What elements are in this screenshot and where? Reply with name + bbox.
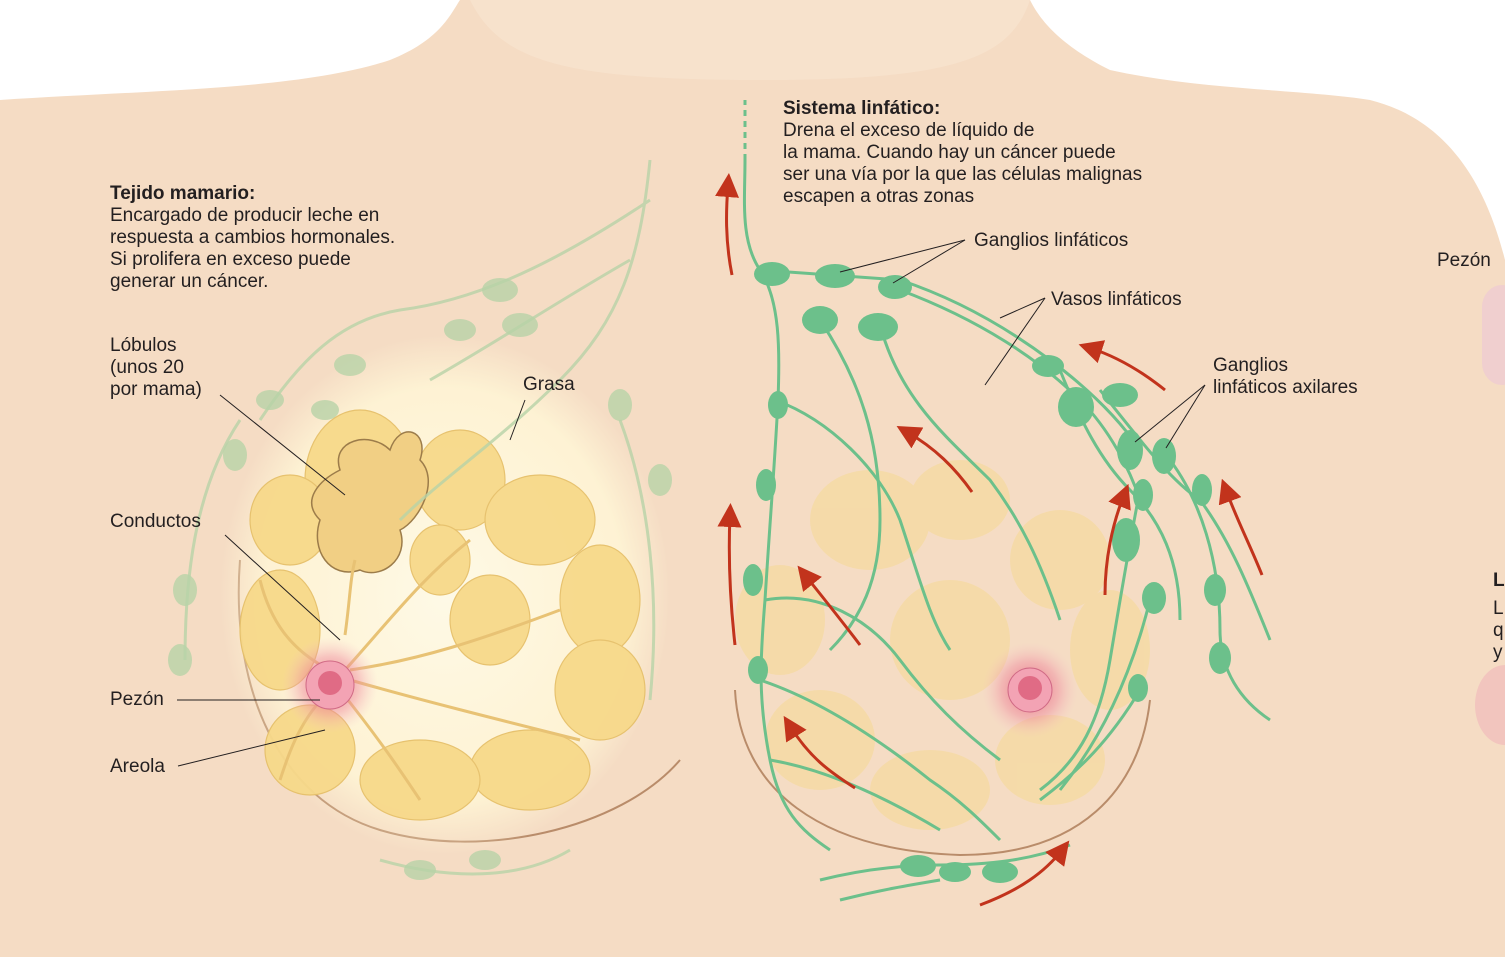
cropped-shape-top: [1482, 285, 1505, 385]
label-lymph-vessels: Vasos linfáticos: [1051, 289, 1182, 311]
lymphatic-system-line: Drena el exceso de líquido de: [783, 120, 1142, 142]
left-nipple: [318, 671, 342, 695]
lymphatic-system-title: Sistema linfático:: [783, 98, 1142, 120]
label-axillary-nodes: Ganglios linfáticos axilares: [1213, 355, 1358, 399]
breast-tissue-line: respuesta a cambios hormonales.: [110, 227, 395, 249]
breast-tissue-line: Si prolifera en exceso puede: [110, 249, 395, 271]
label-lobules-line: por mama): [110, 379, 202, 401]
cropped-text: L q y: [1493, 598, 1504, 664]
lymphatic-system-line: la mama. Cuando hay un cáncer puede: [783, 142, 1142, 164]
breast-tissue-line: Encargado de producir leche en: [110, 205, 395, 227]
label-areola: Areola: [110, 756, 165, 778]
label-lobules-line: Lóbulos: [110, 335, 202, 357]
cropped-text-line: L: [1493, 598, 1504, 620]
cropped-text-line: q: [1493, 620, 1504, 642]
lymphatic-system-description: Sistema linfático: Drena el exceso de lí…: [783, 98, 1142, 208]
label-nipple-cropped: Pezón: [1437, 250, 1491, 272]
label-axillary-nodes-line: linfáticos axilares: [1213, 377, 1358, 399]
lymphatic-system-line: escapen a otras zonas: [783, 186, 1142, 208]
breast-tissue-line: generar un cáncer.: [110, 271, 395, 293]
right-nipple: [1018, 676, 1042, 700]
breast-tissue-description: Tejido mamario: Encargado de producir le…: [110, 183, 395, 293]
lymphatic-system-line: ser una vía por la que las células malig…: [783, 164, 1142, 186]
breast-tissue-title: Tejido mamario:: [110, 183, 395, 205]
label-lobules: Lóbulos (unos 20 por mama): [110, 335, 202, 401]
cropped-text-line: y: [1493, 642, 1504, 664]
label-ducts: Conductos: [110, 511, 201, 533]
cropped-heading: L: [1493, 570, 1505, 592]
label-lobules-line: (unos 20: [110, 357, 202, 379]
label-fat: Grasa: [523, 374, 575, 396]
label-lymph-nodes: Ganglios linfáticos: [974, 230, 1128, 252]
label-nipple: Pezón: [110, 689, 164, 711]
label-axillary-nodes-line: Ganglios: [1213, 355, 1358, 377]
